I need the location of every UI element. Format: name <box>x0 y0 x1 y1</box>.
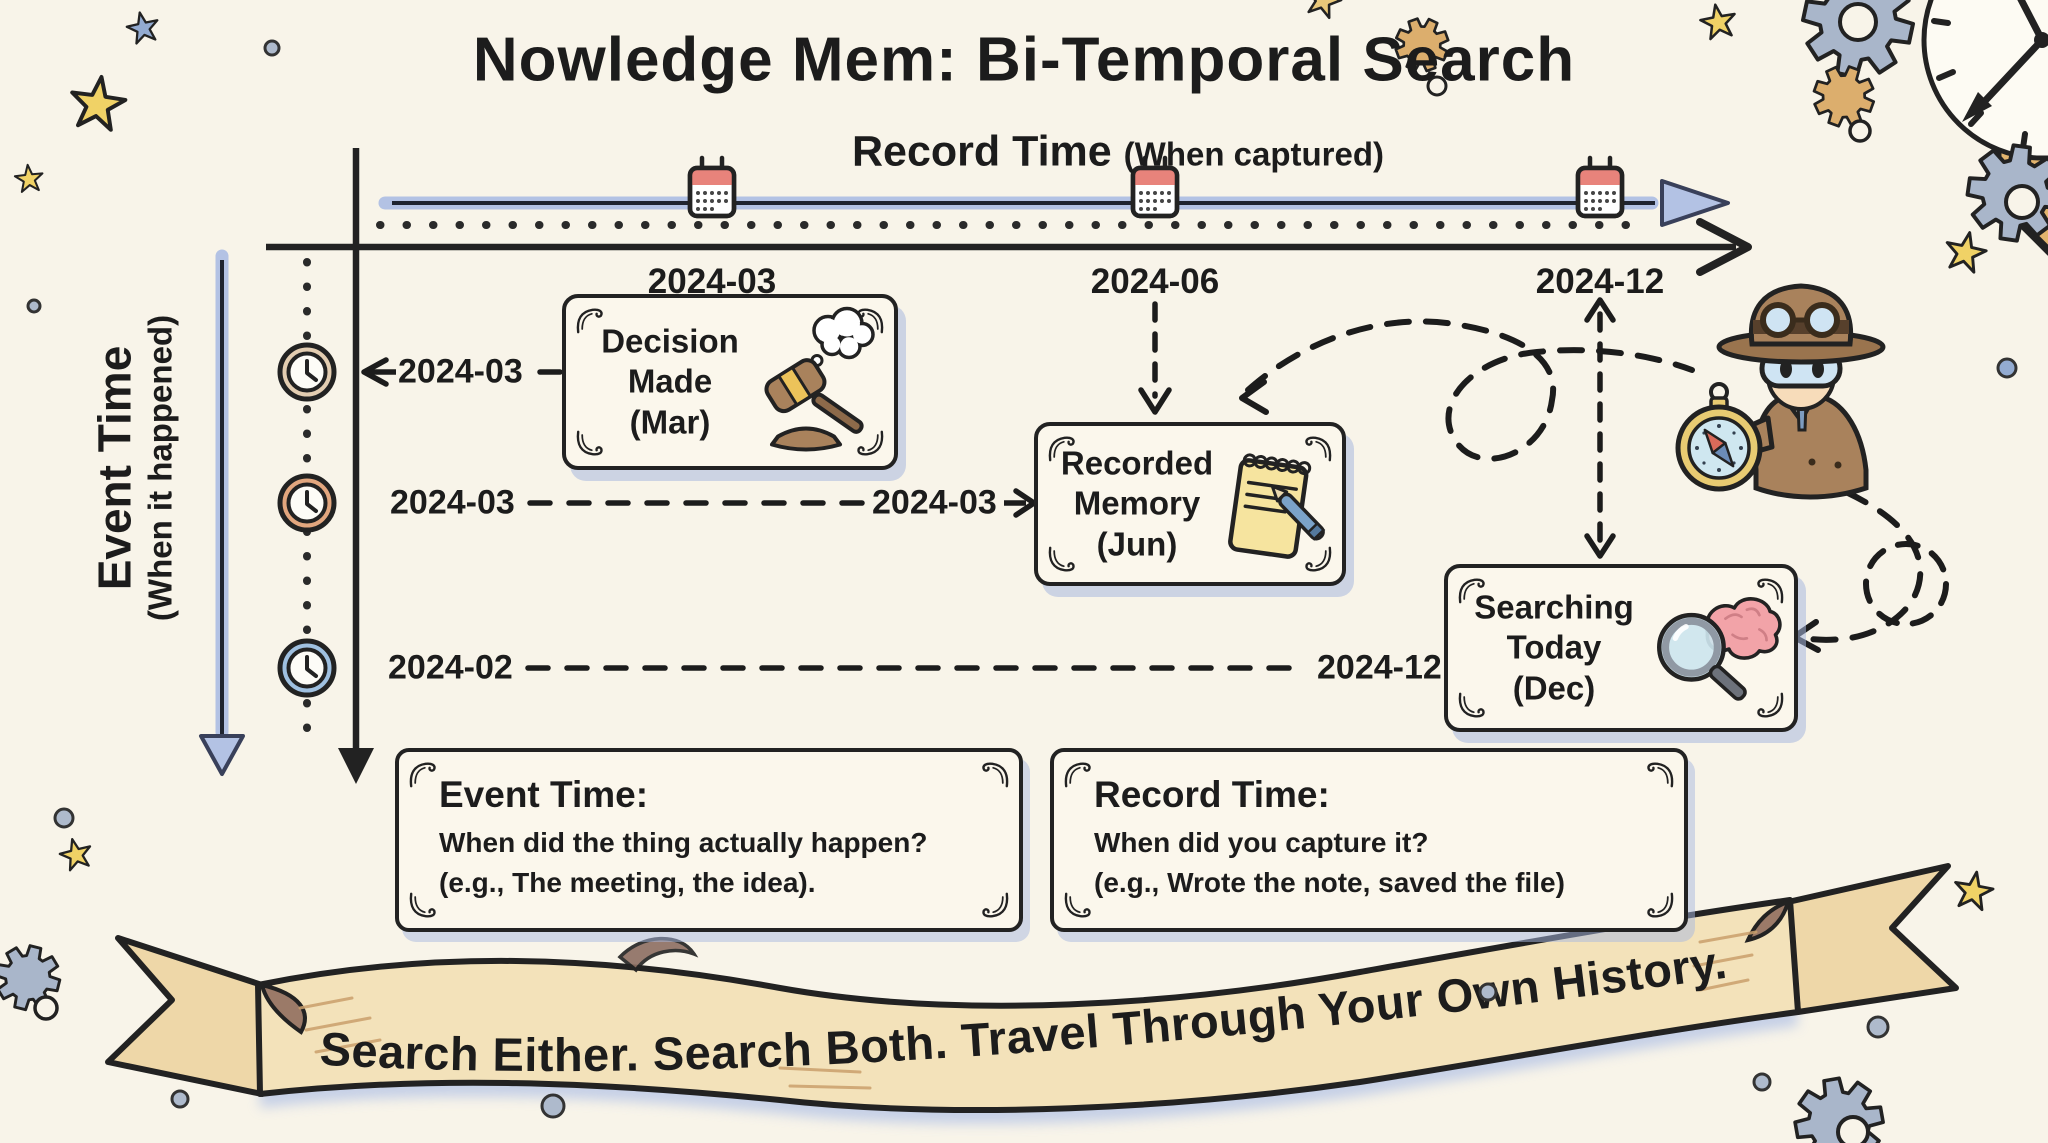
star-icon <box>1940 226 1991 276</box>
arrowhead-blue-right <box>1660 179 1730 227</box>
corner-flourish-icon <box>1064 892 1091 918</box>
node-label: Searching Today (Dec) <box>1474 588 1634 707</box>
corner-flourish-icon <box>982 892 1009 918</box>
search-path-to-today <box>1791 489 1949 653</box>
notepad-pen-icon <box>1214 429 1338 580</box>
corner-flourish-icon <box>409 762 436 788</box>
star-icon <box>55 834 96 873</box>
node-recorded-memory: Recorded Memory (Jun) <box>1034 422 1346 586</box>
legend-heading: Event Time: <box>439 774 649 815</box>
record-jun-arrow <box>1138 301 1172 415</box>
record-axis-title: Record Time <box>851 127 1112 176</box>
star-icon <box>123 8 163 46</box>
event-axis-title: Event Time <box>88 345 141 591</box>
record-tick-label: 2024-06 <box>1090 262 1220 301</box>
dot-icon <box>26 39 2018 1119</box>
calendar-icon <box>687 155 737 219</box>
calendar-icon <box>1130 155 1180 219</box>
banner-ribbon: Search Either. Search Both. Travel Throu… <box>105 863 1959 1125</box>
legend-heading: Record Time: <box>1094 774 1330 815</box>
record-date-label: 2024-12 <box>1317 648 1442 687</box>
star-icon <box>1696 0 1740 42</box>
legend-line: (e.g., Wrote the note, saved the file) <box>1094 866 1565 898</box>
page-title: Nowledge Mem: Bi-Temporal Search <box>472 25 1576 95</box>
legend-line: When did the thing actually happen? <box>439 827 928 858</box>
star-icon <box>12 162 46 194</box>
legend-record-time: Record Time: When did you capture it? (e… <box>1050 748 1688 932</box>
arrowhead-black-down <box>338 748 374 784</box>
corner-flourish-icon <box>1647 892 1674 918</box>
record-dec-double-arrow <box>1584 297 1616 559</box>
search-path-to-memory <box>1239 318 1695 462</box>
legend-line: (e.g., The meeting, the idea). <box>439 866 816 898</box>
clock-icon <box>277 638 337 698</box>
detective-compass-icon <box>1675 283 1886 500</box>
corner-flourish-icon <box>982 762 1009 788</box>
event-date-label: 2024-03 <box>390 483 515 522</box>
record-axis-line <box>266 179 1752 276</box>
record-axis-subtitle: (When captured) <box>1123 135 1385 173</box>
corner-flourish-icon <box>1064 762 1091 788</box>
event-date-label: 2024-02 <box>388 648 513 687</box>
arrowhead-blue-down <box>199 734 245 776</box>
clock-icon <box>277 342 337 402</box>
event-axis-label: Event Time (When it happened) <box>89 315 180 621</box>
star-icon <box>1301 0 1346 21</box>
arrowhead-black-right <box>1696 218 1752 276</box>
event-date-label: 2024-03 <box>398 352 523 391</box>
record-tick-label: 2024-12 <box>1535 262 1665 301</box>
star-icon <box>65 71 131 134</box>
record-axis-label: Record Time (When captured) <box>852 128 1384 177</box>
clock-icon <box>277 473 337 533</box>
corner-flourish-icon <box>409 892 436 918</box>
calendar-icon <box>1575 155 1625 219</box>
magnifier-brain-icon <box>1636 576 1788 721</box>
node-label: Decision Made (Mar) <box>601 322 739 441</box>
clock-gear-icon <box>1385 0 2048 285</box>
gavel-icon <box>744 305 884 460</box>
node-decision-made: Decision Made (Mar) <box>562 294 898 470</box>
event-axis-subtitle: (When it happened) <box>141 314 179 622</box>
legend-event-time: Event Time: When did the thing actually … <box>395 748 1023 932</box>
legend-line: When did you capture it? <box>1094 827 1429 858</box>
node-searching-today: Searching Today (Dec) <box>1444 564 1798 732</box>
record-date-label: 2024-03 <box>872 483 997 522</box>
corner-flourish-icon <box>1647 762 1674 788</box>
node-label: Recorded Memory (Jun) <box>1060 444 1214 563</box>
star-icon <box>1950 867 1997 913</box>
row-decision-connector <box>361 357 563 387</box>
